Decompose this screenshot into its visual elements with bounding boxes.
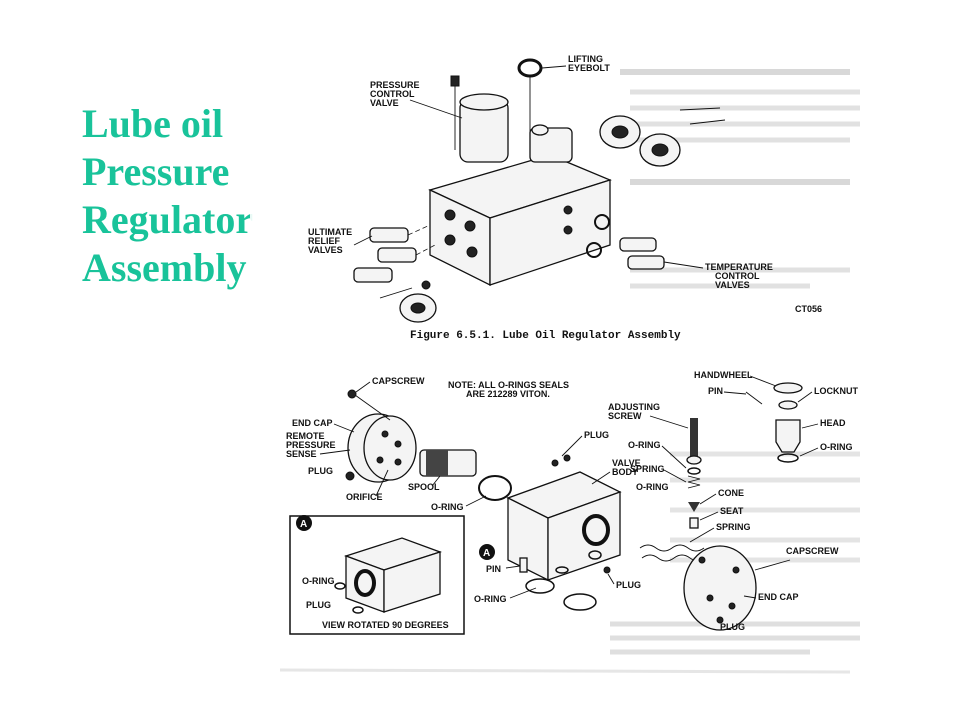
label-end-cap-left: END CAP — [292, 418, 333, 428]
spring-lower — [639, 544, 705, 552]
slide-title: Lube oil Pressure Regulator Assembly — [82, 100, 282, 292]
label-adjusting-1: ADJUSTING — [608, 402, 660, 412]
title-line-4: Assembly — [82, 245, 247, 290]
label-spring-lower: SPRING — [716, 522, 751, 532]
adjusting-screw — [690, 418, 698, 458]
label-plug-left: PLUG — [308, 466, 333, 476]
scanned-figure: PRESSURE CONTROL VALVE LIFTING EYEBOLT U… — [250, 40, 870, 680]
pin-bottom — [519, 557, 528, 573]
label-head: HEAD — [820, 418, 846, 428]
end-cap-right — [683, 545, 757, 631]
label-valve-body-1: VALVE — [612, 458, 641, 468]
label-seat: SEAT — [720, 506, 744, 516]
locknut — [778, 400, 798, 410]
seat — [689, 517, 699, 529]
cone — [688, 502, 700, 512]
inset-o-ring: O-RING — [302, 576, 335, 586]
label-remote-2: PRESSURE — [286, 440, 336, 450]
label-lifting-1: LIFTING — [568, 54, 603, 64]
inset-caption: VIEW ROTATED 90 DEGREES — [322, 620, 449, 630]
label-pressure-control-1: PRESSURE — [370, 80, 420, 90]
inset-marker: A — [300, 519, 307, 530]
inset-plug: PLUG — [306, 600, 331, 610]
title-line-2: Pressure — [82, 149, 230, 194]
label-o-ring-screw: O-RING — [628, 440, 661, 450]
label-temperature-1: TEMPERATURE — [705, 262, 773, 272]
figure-caption: Figure 6.5.1. Lube Oil Regulator Assembl… — [410, 330, 681, 342]
label-cone: CONE — [718, 488, 744, 498]
label-adjusting-2: SCREW — [608, 411, 642, 421]
label-pin-bottom: PIN — [486, 564, 501, 574]
label-o-ring-body: O-RING — [431, 502, 464, 512]
label-plug-top: PLUG — [584, 430, 609, 440]
relief-valve-1 — [369, 227, 409, 243]
label-end-cap-right: END CAP — [758, 592, 799, 602]
temp-valve-1 — [619, 237, 657, 252]
temp-valve-2 — [627, 255, 665, 270]
label-valve-body-2: BODY — [612, 467, 638, 477]
label-spring-upper: SPRING — [630, 464, 665, 474]
label-plug-mid: PLUG — [616, 580, 641, 590]
label-capscrew-right: CAPSCREW — [786, 546, 839, 556]
label-temperature-3: VALVES — [715, 280, 750, 290]
label-ultimate-1: ULTIMATE — [308, 227, 352, 237]
label-pressure-control-3: VALVE — [370, 98, 399, 108]
manifold-side — [489, 179, 611, 286]
label-ultimate-3: VALVES — [308, 245, 343, 255]
handwheel — [773, 382, 803, 394]
label-handwheel: HANDWHEEL — [694, 370, 753, 380]
relief-valve-2 — [377, 247, 417, 263]
label-pin-top: PIN — [708, 386, 723, 396]
label-o-ring-bottom: O-RING — [474, 594, 507, 604]
label-lifting-2: EYEBOLT — [568, 63, 610, 73]
label-locknut: LOCKNUT — [814, 386, 858, 396]
lower-diagram: NOTE: ALL O-RINGS SEALS ARE 212289 VITON… — [286, 370, 858, 635]
label-remote-1: REMOTE — [286, 431, 325, 441]
label-plug-right: PLUG — [720, 622, 745, 632]
label-pressure-control-2: CONTROL — [370, 89, 415, 99]
label-o-ring-head: O-RING — [820, 442, 853, 452]
marker-a-text: A — [483, 548, 490, 559]
section-marker-a — [479, 544, 495, 560]
title-line-3: Regulator — [82, 197, 254, 242]
label-ultimate-2: RELIEF — [308, 236, 341, 246]
label-spool: SPOOL — [408, 482, 440, 492]
label-o-ring-mid: O-RING — [636, 482, 669, 492]
label-orifice: ORIFICE — [346, 492, 383, 502]
title-line-1: Lube oil — [82, 101, 224, 146]
note-line-2: ARE 212289 VITON. — [466, 389, 550, 399]
note-line-1: NOTE: ALL O-RINGS SEALS — [448, 380, 569, 390]
label-capscrew-top: CAPSCREW — [372, 376, 425, 386]
upper-diagram: PRESSURE CONTROL VALVE LIFTING EYEBOLT U… — [308, 54, 822, 342]
label-remote-3: SENSE — [286, 449, 317, 459]
label-temperature-2: CONTROL — [715, 271, 760, 281]
figure-code: CT056 — [795, 304, 822, 314]
head — [775, 419, 801, 453]
